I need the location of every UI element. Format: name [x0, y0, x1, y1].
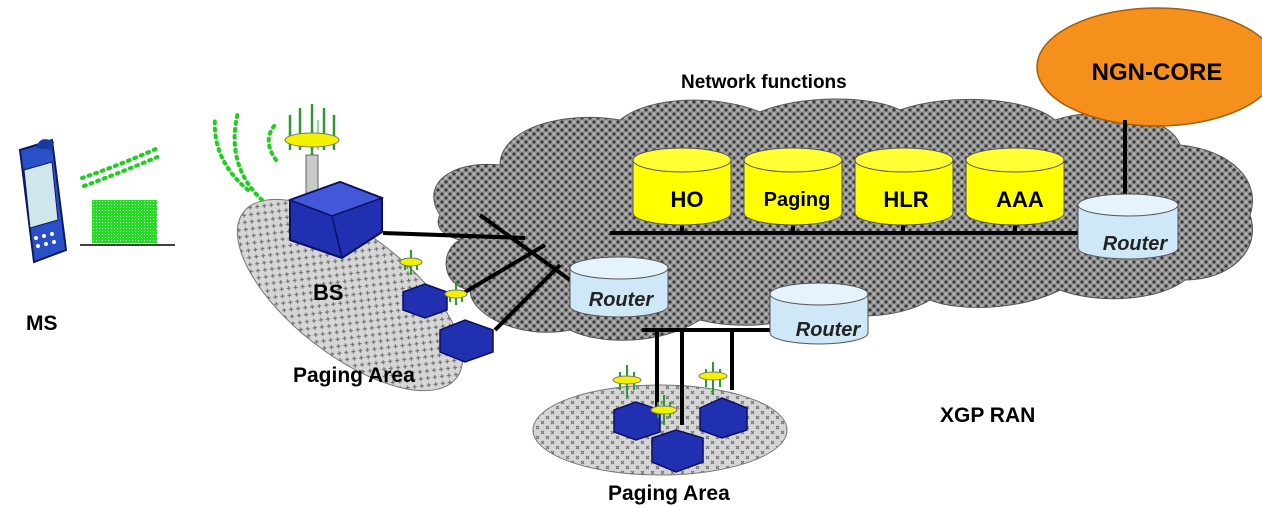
function-paging-label: Paging [764, 189, 831, 211]
base-station-small-1 [399, 250, 448, 319]
function-aaa-label: AAA [996, 187, 1044, 212]
ms-label: MS [26, 312, 58, 335]
base-station-small-2 [439, 282, 494, 363]
network-functions-label: Network functions [681, 72, 847, 93]
function-hlr-label: HLR [883, 187, 928, 212]
router-core-label: Router [1103, 233, 1169, 255]
xgp-ran-label: XGP RAN [940, 404, 1035, 427]
base-station-main [284, 104, 385, 260]
network-functions: HO Paging HLR AAA [632, 147, 1065, 226]
paging-area-left-label: Paging Area [293, 364, 415, 387]
router-bottom-label: Router [796, 319, 862, 341]
mobile-station [18, 138, 68, 264]
router-left-label: Router [589, 289, 655, 311]
function-aaa: AAA [965, 147, 1065, 226]
function-paging: Paging [743, 147, 843, 226]
ngn-core-label: NGN-CORE [1092, 59, 1223, 86]
signal-waves-bs [212, 110, 278, 202]
paging-area-left [236, 198, 464, 392]
signal-waves-ms [80, 146, 162, 188]
bs-label: BS [313, 280, 344, 305]
router-core: Router [1077, 193, 1179, 260]
paging-area-bottom-label: Paging Area [608, 482, 730, 505]
base-station-small-5 [650, 395, 704, 473]
ngn-core: NGN-CORE [1036, 7, 1262, 127]
function-ho-label: HO [671, 187, 704, 212]
base-station-small-4 [698, 362, 748, 439]
router-bottom: Router [769, 282, 869, 345]
function-hlr: HLR [854, 147, 954, 226]
router-left: Router [569, 256, 669, 318]
function-ho: HO [632, 147, 732, 226]
base-station-small-3 [612, 365, 661, 441]
signal-screen [80, 200, 175, 246]
